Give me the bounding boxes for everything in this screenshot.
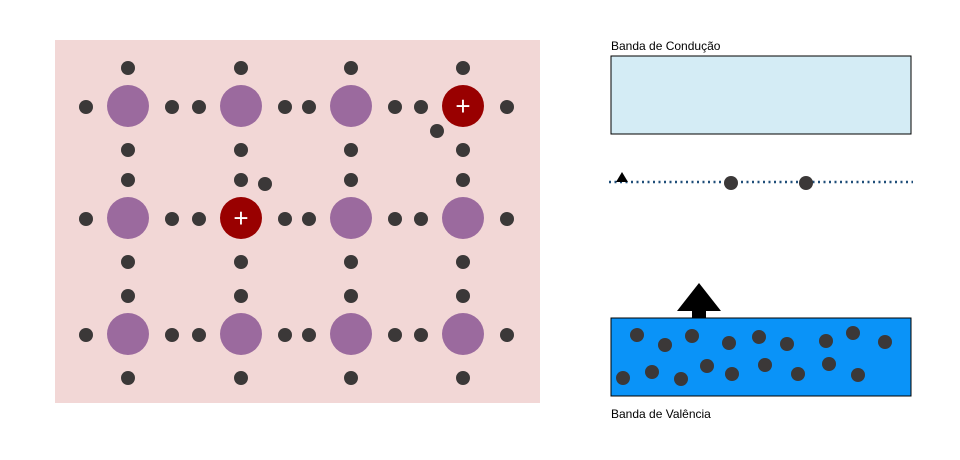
bond-electron: [79, 100, 93, 114]
valence-electron: [752, 330, 766, 344]
level-electron: [799, 176, 813, 190]
bond-electron: [192, 328, 206, 342]
atom: [330, 85, 372, 127]
atom: [107, 313, 149, 355]
bond-electron: [500, 212, 514, 226]
valence-electron: [725, 367, 739, 381]
bond-electron: [344, 143, 358, 157]
bond-electron: [456, 371, 470, 385]
bond-electron: [121, 289, 135, 303]
plus-icon: +: [233, 203, 248, 233]
up-arrow-icon: [677, 283, 721, 311]
bond-electron: [456, 289, 470, 303]
conduction-band-label: Banda de Condução: [611, 39, 721, 53]
bond-electron: [302, 328, 316, 342]
bond-electron: [234, 173, 248, 187]
valence-band-label: Banda de Valência: [611, 407, 711, 421]
atom: [220, 313, 262, 355]
crystal-lattice-panel: ++: [55, 40, 540, 403]
bond-electron: [234, 61, 248, 75]
bond-electron: [344, 173, 358, 187]
valence-electron: [616, 371, 630, 385]
valence-electron: [846, 326, 860, 340]
bond-electron: [165, 328, 179, 342]
atom: [330, 313, 372, 355]
atom: [330, 197, 372, 239]
valence-electron: [851, 368, 865, 382]
bond-electron: [234, 255, 248, 269]
valence-electron: [658, 338, 672, 352]
bond-electron: [456, 143, 470, 157]
lattice-layer: ++: [79, 61, 514, 385]
bond-electron: [414, 100, 428, 114]
atom: [442, 313, 484, 355]
valence-electron: [791, 367, 805, 381]
energy-band-panel: Banda de Condução Banda de Valência: [609, 39, 913, 421]
bond-electron: [234, 143, 248, 157]
bond-electron: [344, 61, 358, 75]
bond-electron: [414, 328, 428, 342]
up-arrow-stem: [692, 310, 706, 318]
bond-electron: [456, 173, 470, 187]
bond-electron: [192, 100, 206, 114]
bond-electron: [388, 212, 402, 226]
positive-ion: [220, 197, 262, 239]
bond-electron: [456, 255, 470, 269]
bond-electron: [165, 212, 179, 226]
small-up-arrow-icon: [616, 172, 628, 182]
bond-electron: [388, 328, 402, 342]
bond-electron: [165, 100, 179, 114]
bond-electron: [278, 212, 292, 226]
bond-electron: [344, 255, 358, 269]
bond-electron: [121, 143, 135, 157]
plus-icon: +: [455, 91, 470, 121]
bond-electron: [500, 100, 514, 114]
valence-electron: [674, 372, 688, 386]
bond-electron: [456, 61, 470, 75]
valence-band-electrons: [616, 326, 892, 386]
bond-electron: [121, 173, 135, 187]
bond-electron: [192, 212, 206, 226]
valence-electron: [780, 337, 794, 351]
bond-electron: [79, 328, 93, 342]
atom: [107, 85, 149, 127]
valence-electron: [645, 365, 659, 379]
atom: [107, 197, 149, 239]
bond-electron: [344, 289, 358, 303]
bond-electron: [121, 61, 135, 75]
valence-electron: [685, 329, 699, 343]
atom: [442, 197, 484, 239]
bond-electron: [234, 289, 248, 303]
bond-electron: [500, 328, 514, 342]
bond-electron: [414, 212, 428, 226]
level-electron: [724, 176, 738, 190]
bond-electron: [79, 212, 93, 226]
valence-electron: [722, 336, 736, 350]
valence-band: [610, 317, 912, 397]
free-electron: [430, 124, 444, 138]
bond-electron: [302, 100, 316, 114]
valence-electron: [630, 328, 644, 342]
valence-electron: [878, 335, 892, 349]
bond-electron: [121, 371, 135, 385]
bond-electron: [234, 371, 248, 385]
valence-electron: [758, 358, 772, 372]
atom: [220, 85, 262, 127]
bond-electron: [121, 255, 135, 269]
valence-electron: [819, 334, 833, 348]
impurity-level-electrons: [724, 176, 813, 190]
valence-electron: [700, 359, 714, 373]
bond-electron: [388, 100, 402, 114]
bond-electron: [302, 212, 316, 226]
bond-electron: [344, 371, 358, 385]
positive-ion: [442, 85, 484, 127]
valence-electron: [822, 357, 836, 371]
bond-electron: [278, 328, 292, 342]
conduction-band: [610, 55, 912, 135]
bond-electron: [278, 100, 292, 114]
free-electron: [258, 177, 272, 191]
